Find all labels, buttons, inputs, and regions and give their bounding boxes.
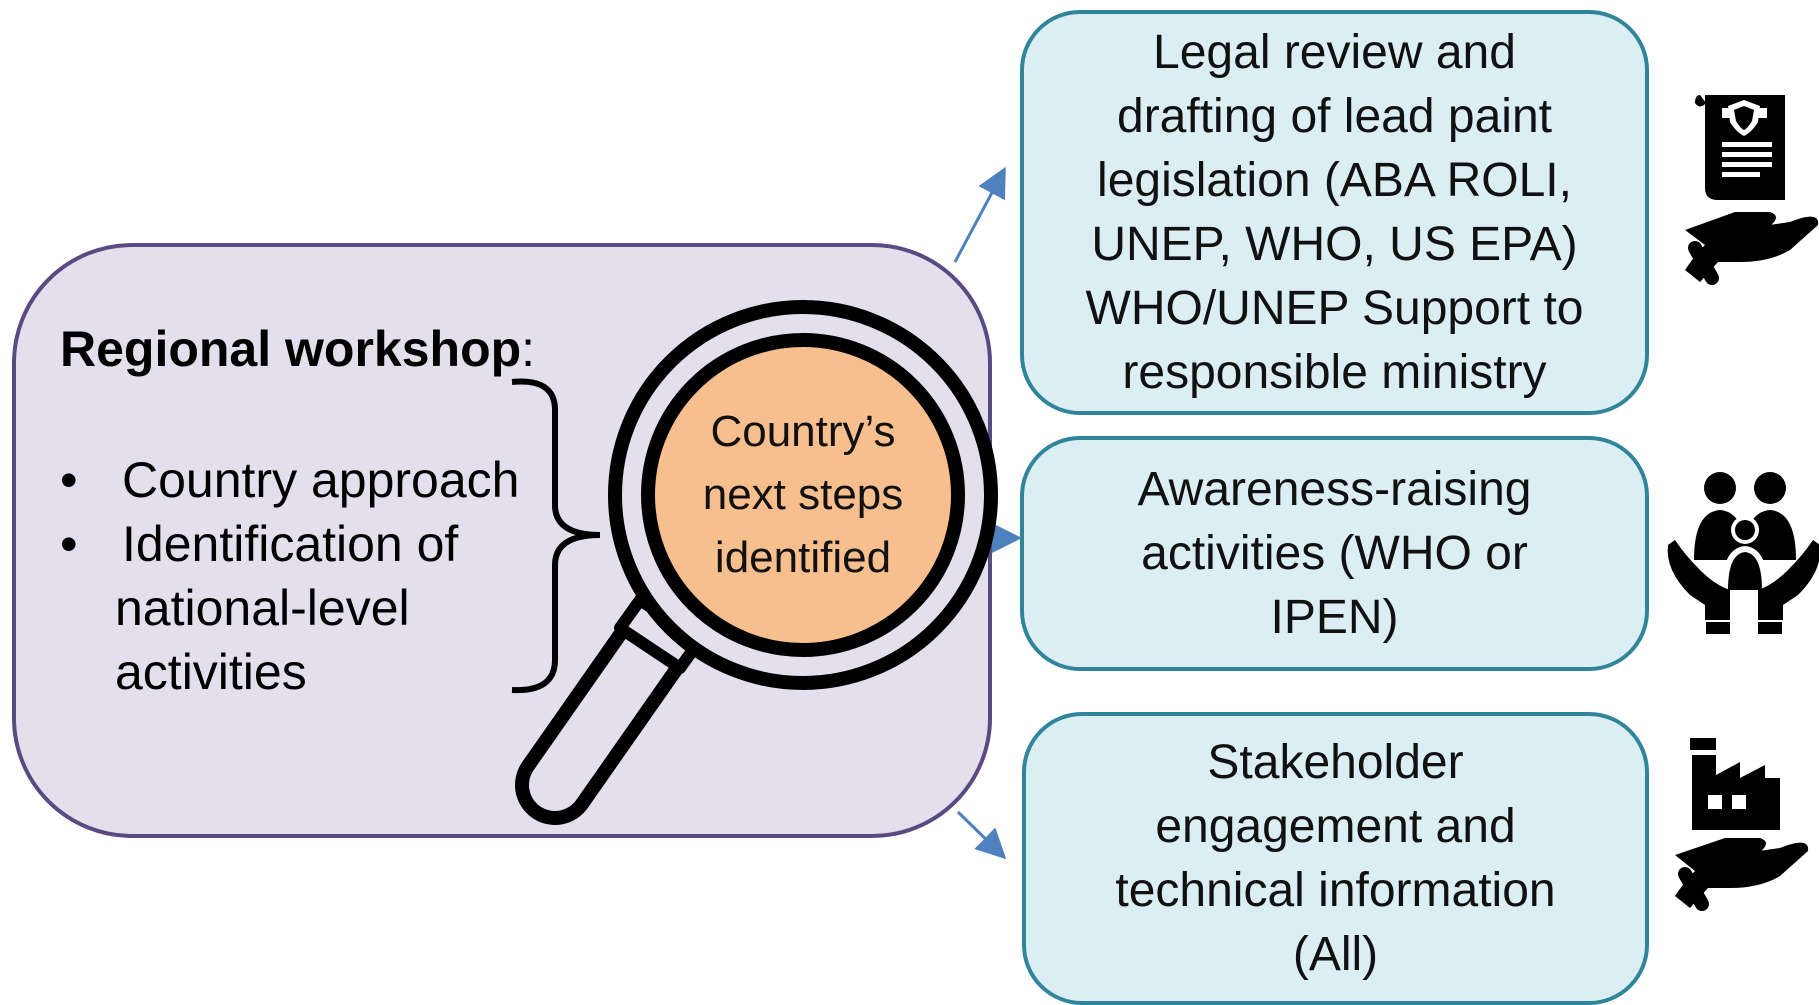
activity-box-stakeholder: Stakeholder engagement and technical inf… [1022, 712, 1649, 1005]
magnifier-label: Country’s next steps identified [702, 407, 904, 582]
activity-box-awareness: Awareness-raising activities (WHO or IPE… [1020, 436, 1649, 671]
list-item: •Identification of [60, 516, 459, 572]
workshop-title: Regional workshop: [60, 320, 535, 378]
family-care-hands-icon [1667, 472, 1819, 634]
factory-hand-icon [1675, 738, 1809, 911]
list-item-continuation: national-level [115, 580, 410, 636]
list-item: •Country approach [60, 452, 520, 508]
magnifier-icon [515, 300, 998, 825]
workshop-title-bold: Regional workshop [60, 321, 522, 377]
list-item-continuation: activities [115, 644, 307, 700]
curly-brace [511, 378, 601, 694]
workshop-list: •Country approach •Identification of nat… [60, 448, 519, 704]
arrow-to-stakeholder [956, 810, 1007, 860]
arrow-to-legal [953, 166, 1006, 263]
legal-document-hand-icon [1685, 95, 1819, 285]
workshop-title-colon: : [521, 321, 536, 377]
activity-box-legal: Legal review and drafting of lead paint … [1020, 10, 1649, 415]
